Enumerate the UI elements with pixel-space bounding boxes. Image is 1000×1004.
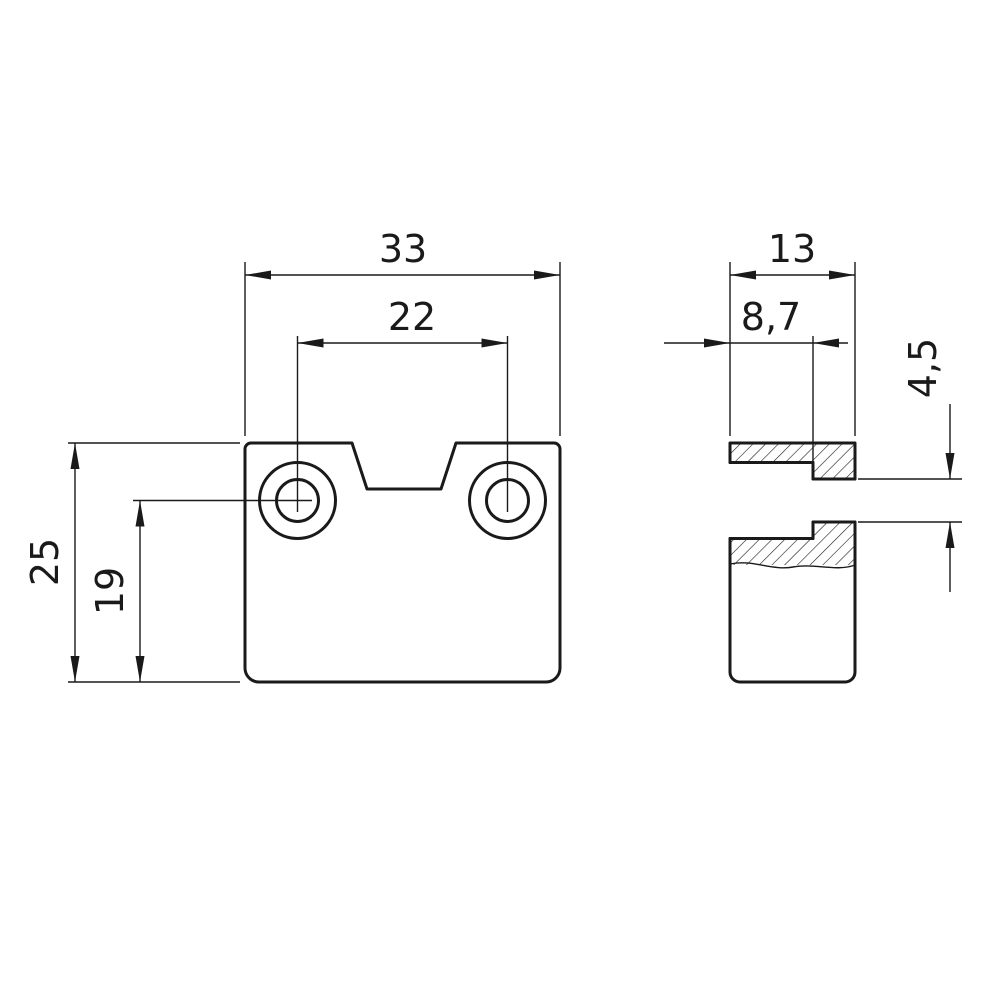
hatch-region-top-left (730, 443, 813, 463)
hatch-region-top-right (813, 443, 855, 479)
arrowhead (481, 338, 508, 348)
arrowhead (704, 338, 730, 348)
arrowhead (730, 270, 756, 280)
extension-line (858, 478, 962, 523)
arrowhead (534, 270, 560, 280)
arrowhead (135, 656, 145, 682)
extension-line (68, 442, 240, 683)
dimension-label: 4,5 (901, 338, 945, 398)
dimensions: 33 22 25 (23, 227, 962, 683)
arrowhead (135, 500, 145, 527)
dimension-label: 33 (379, 227, 427, 271)
dim-hole-diameter: 4,5 (858, 338, 962, 592)
dimension-label: 8,7 (741, 295, 801, 339)
dim-hole-spacing: 22 (296, 295, 509, 512)
dimension-label: 22 (388, 295, 436, 339)
dim-hole-center-height: 19 (88, 499, 312, 682)
dim-overall-height: 25 (23, 442, 240, 683)
dimension-label: 25 (23, 538, 67, 586)
break-line (729, 562, 856, 569)
extension-line (244, 262, 561, 436)
hatch-region-bottom-left (730, 538, 813, 565)
dim-overall-width: 33 (244, 227, 561, 436)
arrowhead (813, 338, 839, 348)
arrowhead (829, 270, 855, 280)
side-view (728, 441, 857, 684)
front-view (243, 441, 562, 684)
arrowhead (245, 270, 271, 280)
arrowhead (945, 522, 955, 548)
plate-outline (243, 441, 562, 684)
arrowhead (70, 656, 80, 682)
hatch-region-bottom-right (813, 522, 855, 565)
extension-line (729, 262, 856, 436)
section-hatch (730, 443, 855, 565)
extension-line (296, 336, 509, 512)
side-outline (728, 441, 857, 684)
arrowhead (297, 338, 324, 348)
dim-counterbore-depth: 8,7 (664, 295, 848, 472)
dimension-label: 19 (88, 567, 132, 615)
arrowhead (945, 453, 955, 479)
dimension-label: 13 (768, 227, 816, 271)
dim-thickness: 13 (729, 227, 856, 436)
arrowhead (70, 443, 80, 469)
